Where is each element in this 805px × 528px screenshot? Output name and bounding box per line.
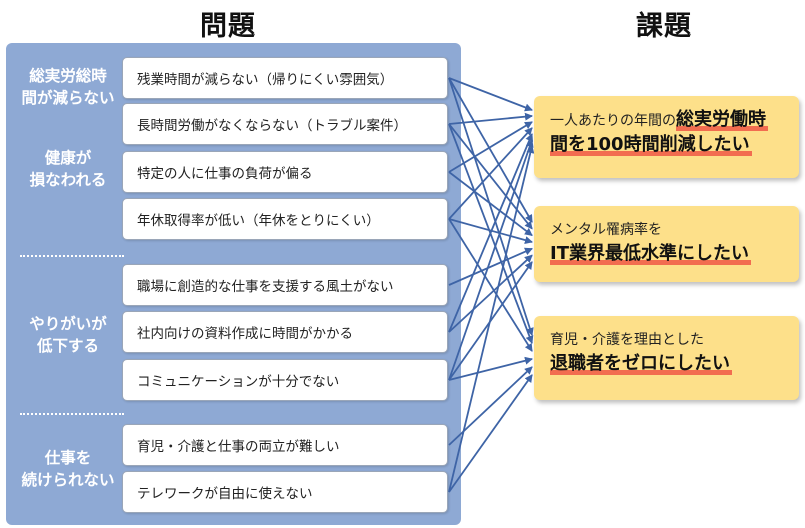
issue-box: 年休取得率が低い（年休をとりにくい）: [122, 198, 448, 240]
goal-line: 一人あたりの年間の総実労働時: [550, 109, 785, 131]
category-line: 仕事を: [44, 449, 92, 467]
connector-arrow: [448, 139, 534, 381]
category-health: 健康が 損なわれる: [12, 147, 124, 191]
connector-arrow: [448, 374, 533, 493]
category-motivation: やりがいが 低下する: [12, 313, 124, 357]
connector-arrow: [448, 123, 533, 230]
category-line: 総実労総時: [29, 67, 107, 85]
issue-box: 特定の人に仕事の負荷が偏る: [122, 151, 448, 193]
connector-arrow: [448, 112, 533, 125]
connector-arrow: [448, 247, 533, 286]
category-divider: [20, 255, 124, 257]
goal-main: IT業界最低水準にしたい: [550, 240, 785, 268]
connector-arrow: [448, 77, 534, 336]
problems-heading: 問題: [200, 11, 256, 42]
goal-main-text: IT業界最低水準にしたい: [550, 243, 751, 265]
category-line: 間が減らない: [21, 89, 115, 107]
issue-box: 長時間労働がなくならない（トラブル案件）: [122, 103, 448, 145]
issue-box: 職場に創造的な仕事を支援する風土がない: [122, 264, 448, 306]
issue-box: 残業時間が減らない（帰りにくい雰囲気）: [122, 57, 448, 99]
connector-arrow: [448, 356, 533, 381]
goal-main-text: 退職者をゼロにしたい: [550, 353, 732, 375]
category-divider: [20, 413, 124, 415]
goal-emphasis: 総実労働時: [676, 109, 768, 131]
category-line: 低下する: [36, 337, 99, 355]
issue-box: 育児・介護と仕事の両立が難しい: [122, 424, 448, 466]
issue-box: テレワークが自由に使えない: [122, 471, 448, 513]
goal-main: 間を100時間削減したい: [550, 131, 785, 159]
connector-arrow: [448, 218, 533, 244]
goal-lead: 育児・介護を理由とした: [550, 332, 704, 348]
goal-box-mental-health: メンタル罹病率を IT業界最低水準にしたい: [534, 206, 799, 282]
issue-box: 社内向けの資料作成に時間がかかる: [122, 311, 448, 353]
category-line: 続けられない: [21, 471, 115, 489]
connector-arrow: [448, 254, 533, 333]
category-line: 損なわれる: [29, 171, 107, 189]
goal-box-work-hours: 一人あたりの年間の総実労働時 間を100時間削減したい: [534, 96, 799, 178]
connector-arrow: [448, 133, 533, 333]
goal-main-text: 間を100時間削減したい: [550, 134, 752, 156]
connector-arrow: [448, 121, 533, 173]
category-line: 健康が: [44, 149, 92, 167]
issue-box: コミュニケーションが十分でない: [122, 359, 448, 401]
goal-lead: 一人あたりの年間の: [550, 113, 676, 129]
category-retention: 仕事を 続けられない: [12, 447, 124, 491]
connector-arrow: [448, 77, 533, 223]
goal-lead: メンタル罹病率を: [550, 222, 662, 238]
connector-arrow: [448, 218, 533, 352]
category-work-hours: 総実労総時 間が減らない: [12, 65, 124, 109]
connector-arrow: [448, 127, 533, 220]
goal-main: 退職者をゼロにしたい: [550, 350, 785, 378]
connector-arrow: [448, 77, 533, 112]
challenges-heading: 課題: [636, 11, 692, 42]
goal-box-retention: 育児・介護を理由とした 退職者をゼロにしたい: [534, 316, 799, 400]
connector-arrow: [448, 171, 533, 237]
connector-arrow: [448, 145, 535, 493]
category-line: やりがいが: [29, 315, 107, 333]
